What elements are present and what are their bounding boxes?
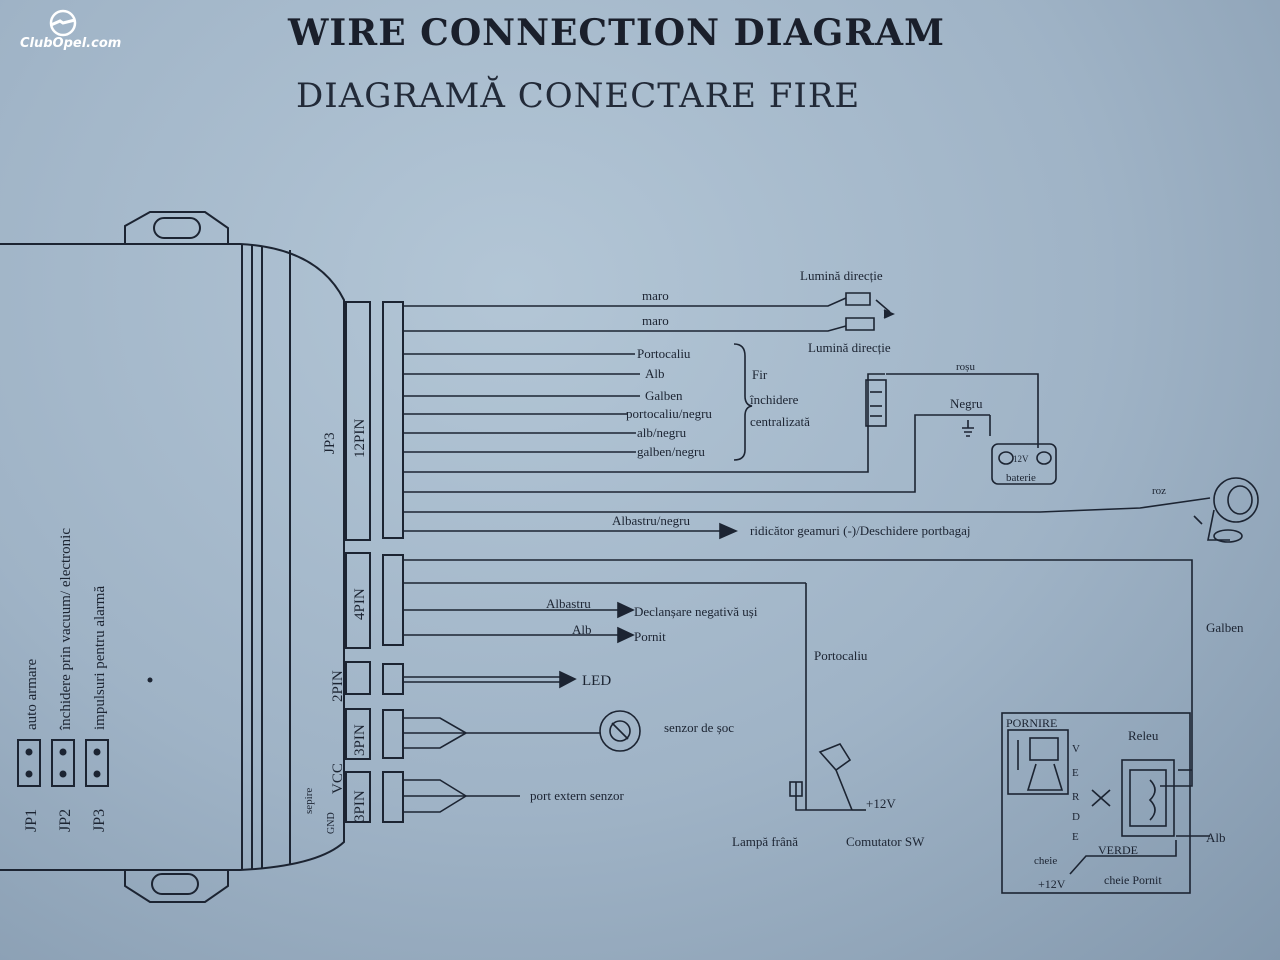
- pin2-housing: [345, 661, 371, 695]
- plus12-label: +12V: [866, 796, 896, 811]
- page-subtitle: DIAGRAMĂ CONECTARE FIRE: [296, 76, 861, 116]
- alb-r-label: Alb: [1206, 830, 1226, 845]
- connector-3pin-a-label: 3PIN: [352, 724, 368, 756]
- clubopel-logo: ClubOpel.com: [10, 6, 130, 56]
- pin12-wires: [403, 297, 1211, 540]
- wire-portocaliu-negru: portocaliu/negru: [626, 406, 712, 421]
- jp3-desc: impulsuri pentru alarmă: [92, 586, 108, 730]
- wire-galben-negru: galben/negru: [637, 444, 705, 459]
- control-unit-body: [0, 243, 345, 871]
- central-lock-connector: [865, 373, 1039, 448]
- gnd-label: GND: [326, 812, 337, 834]
- verde-label: VERDE: [1098, 843, 1138, 857]
- jp2-desc: închidere prin vacuum/ electronic: [58, 528, 74, 731]
- rosu-label: roșu: [956, 361, 975, 373]
- mounting-tab-bottom: [124, 870, 229, 903]
- pornit-label: Pornit: [634, 629, 666, 644]
- pin3a-plug: [382, 709, 404, 759]
- siren-wire-label: roz: [1152, 485, 1166, 497]
- vcc-label: VCC: [330, 763, 346, 794]
- wire-alb: Alb: [645, 366, 665, 381]
- wire-albastru-negru: Albastru/negru: [612, 513, 690, 528]
- portocaliu-v-label: Portocaliu: [814, 648, 868, 663]
- lampa-frana-label: Lampă frână: [732, 834, 798, 849]
- alb4-label: Alb: [572, 622, 592, 637]
- pin3b-plug: [382, 771, 404, 823]
- declansare-label: Declanșare negativă uși: [634, 604, 758, 619]
- cheie-label: cheie: [1034, 855, 1057, 867]
- fir-bracket: [733, 343, 753, 461]
- verde-r: R: [1072, 791, 1080, 803]
- shock-sensor-wires: [403, 710, 641, 752]
- pin3b-housing: [345, 771, 371, 823]
- wire-alb-negru: alb/negru: [637, 425, 687, 440]
- port-extern-label: port extern senzor: [530, 788, 625, 803]
- pin12-plug: [382, 301, 404, 539]
- page-title: WIRE CONNECTION DIAGRAM: [288, 12, 945, 54]
- brake-switch: [789, 743, 866, 811]
- lumina-directie-bottom: Lumină direcție: [808, 340, 891, 355]
- connector-2pin-label: 2PIN: [330, 670, 346, 702]
- verde-e2: E: [1072, 831, 1079, 843]
- jp1-label: JP1: [23, 809, 40, 832]
- wire-portocaliu: Portocaliu: [637, 346, 691, 361]
- negru-label: Negru: [950, 396, 983, 411]
- wire-maro-1: maro: [642, 288, 669, 303]
- pornire-label: PORNIRE: [1006, 716, 1057, 730]
- albastru-label: Albastru: [546, 596, 591, 611]
- senzor-soc-label: senzor de șoc: [664, 720, 734, 735]
- jp2-label: JP2: [57, 809, 74, 832]
- comutator-sw-label: Comutator SW: [846, 834, 925, 849]
- battery: [962, 420, 1057, 485]
- sepire-label: sepire: [303, 788, 315, 814]
- cheie-pornit-label: cheie Pornit: [1104, 873, 1162, 887]
- led-wire: [403, 670, 577, 689]
- turn-signal-connectors: [845, 292, 895, 331]
- pin4-wires: [403, 559, 1193, 810]
- connector-12pin-label: 12PIN: [352, 419, 368, 458]
- mounting-tab-top: [124, 211, 229, 244]
- baterie-label: baterie: [1006, 472, 1036, 484]
- logo-text: ClubOpel.com: [20, 36, 122, 51]
- ext-sensor-wires: [403, 779, 520, 813]
- jumper-pins: [25, 677, 153, 778]
- galben-v-label: Galben: [1206, 620, 1244, 635]
- pin3a-housing: [345, 708, 371, 760]
- fir-label-2: închidere: [749, 392, 799, 407]
- ignition-relay-box: [1001, 712, 1210, 894]
- pin2-plug: [382, 663, 404, 695]
- pin4-housing: [345, 552, 371, 649]
- plus12b-label: +12V: [1038, 877, 1066, 891]
- connector-4pin-label: 4PIN: [352, 588, 368, 620]
- pin4-plug: [382, 554, 404, 646]
- battery-voltage: 12V: [1013, 454, 1029, 464]
- connector-jp3-label: JP3: [322, 432, 338, 454]
- releu-label: Releu: [1128, 728, 1159, 743]
- fir-label-3: centralizată: [750, 414, 810, 429]
- opel-logo-icon: [49, 9, 77, 37]
- jp3-housing: [345, 301, 371, 541]
- verde-e1: E: [1072, 767, 1079, 779]
- lumina-directie-top: Lumină direcție: [800, 268, 883, 283]
- jp3-label: JP3: [91, 809, 108, 832]
- fir-label-1: Fir: [752, 367, 768, 382]
- portbagaj-label: ridicător geamuri (-)/Deschidere portbag…: [750, 523, 971, 538]
- wire-galben: Galben: [645, 388, 683, 403]
- siren: [1193, 477, 1259, 543]
- led-label: LED: [582, 673, 611, 689]
- wire-maro-2: maro: [642, 313, 669, 328]
- verde-v: V: [1072, 743, 1080, 755]
- jp1-desc: auto armare: [24, 658, 40, 730]
- verde-d: D: [1072, 811, 1080, 823]
- jumper-blocks: [17, 739, 109, 787]
- connector-3pin-b-label: 3PIN: [352, 790, 368, 822]
